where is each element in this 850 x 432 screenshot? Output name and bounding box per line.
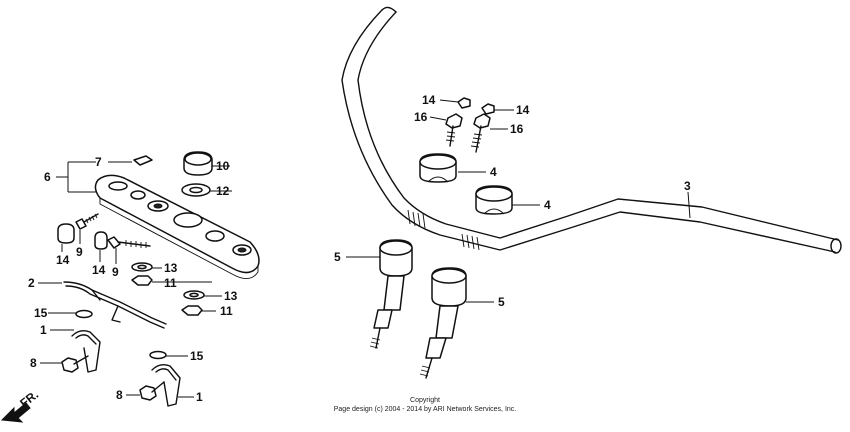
- copyright-line-2: Page design (c) 2004 - 2014 by ARI Netwo…: [334, 406, 517, 413]
- part-15-washer-a: [75, 309, 93, 319]
- part-9-bolt-b: [107, 236, 151, 249]
- part-2-clamp-wire: [63, 281, 167, 329]
- callout-1-b: 1: [196, 390, 203, 404]
- callout-8-b: 8: [116, 388, 123, 402]
- part-8-bolt-a: [61, 355, 89, 373]
- part-7-plate: [133, 155, 153, 166]
- callout-5-a: 5: [334, 250, 341, 264]
- top-bridge: [94, 174, 260, 279]
- part-4-upper-holder-a: [419, 153, 457, 183]
- callout-labels: 7 6 10 12 14 9 14 9 13 11 13 11 2 15 1 8…: [28, 93, 691, 404]
- copyright-line-1: Copyright: [410, 397, 440, 404]
- part-13-washer-a: [131, 262, 153, 272]
- part-11-nut-a: [131, 275, 153, 286]
- callout-4-b: 4: [544, 198, 551, 212]
- callout-11-a: 11: [164, 276, 177, 290]
- callout-7: 7: [95, 155, 102, 169]
- callout-6: 6: [44, 170, 51, 184]
- callout-10: 10: [216, 159, 230, 173]
- leader-lines: [38, 99, 691, 398]
- callout-12: 12: [216, 184, 230, 198]
- part-14-cap-left-a: [57, 223, 75, 244]
- part-5-lower-holder-b: [419, 267, 467, 379]
- callout-14-c: 14: [422, 93, 436, 107]
- callout-14-b: 14: [92, 263, 106, 277]
- part-11-nut-b: [181, 305, 203, 316]
- callout-9-b: 9: [112, 265, 119, 279]
- callout-9-a: 9: [76, 245, 83, 259]
- callout-13-a: 13: [164, 261, 178, 275]
- callout-3: 3: [684, 179, 691, 193]
- callout-2: 2: [28, 276, 35, 290]
- part-12-washer: [181, 183, 211, 197]
- part-10-cap-nut: [183, 151, 213, 176]
- callout-15-b: 15: [190, 349, 204, 363]
- part-15-washer-b: [149, 350, 167, 360]
- part-13-washer-b: [183, 290, 205, 300]
- callout-13-b: 13: [224, 289, 238, 303]
- callout-14-d: 14: [516, 103, 530, 117]
- part-16-bolt-a: [445, 113, 463, 147]
- handlebar: [341, 6, 842, 254]
- front-direction-indicator: FR.: [0, 387, 41, 423]
- callout-16-b: 16: [510, 122, 524, 136]
- callout-4-a: 4: [490, 165, 497, 179]
- part-5-lower-holder-a: [369, 239, 413, 349]
- callout-16-a: 16: [414, 110, 428, 124]
- part-16-bolt-b: [470, 113, 491, 153]
- part-14-cap-top-b: [481, 103, 495, 115]
- part-9-bolt-a: [75, 213, 99, 230]
- callout-8-a: 8: [30, 356, 37, 370]
- callout-15-a: 15: [34, 306, 48, 320]
- callout-11-b: 11: [220, 304, 233, 318]
- callout-1-a: 1: [40, 323, 47, 337]
- callout-5-b: 5: [498, 295, 505, 309]
- part-8-bolt-b: [139, 381, 165, 401]
- part-1-clip-b: [151, 363, 181, 407]
- part-14-cap-top-a: [457, 97, 471, 109]
- part-4-upper-holder-b: [475, 185, 513, 215]
- callout-14-a: 14: [56, 253, 70, 267]
- front-direction-arrow-icon: [0, 402, 31, 423]
- part-1-clip-a: [71, 329, 101, 373]
- part-14-cap-left-b: [94, 231, 108, 250]
